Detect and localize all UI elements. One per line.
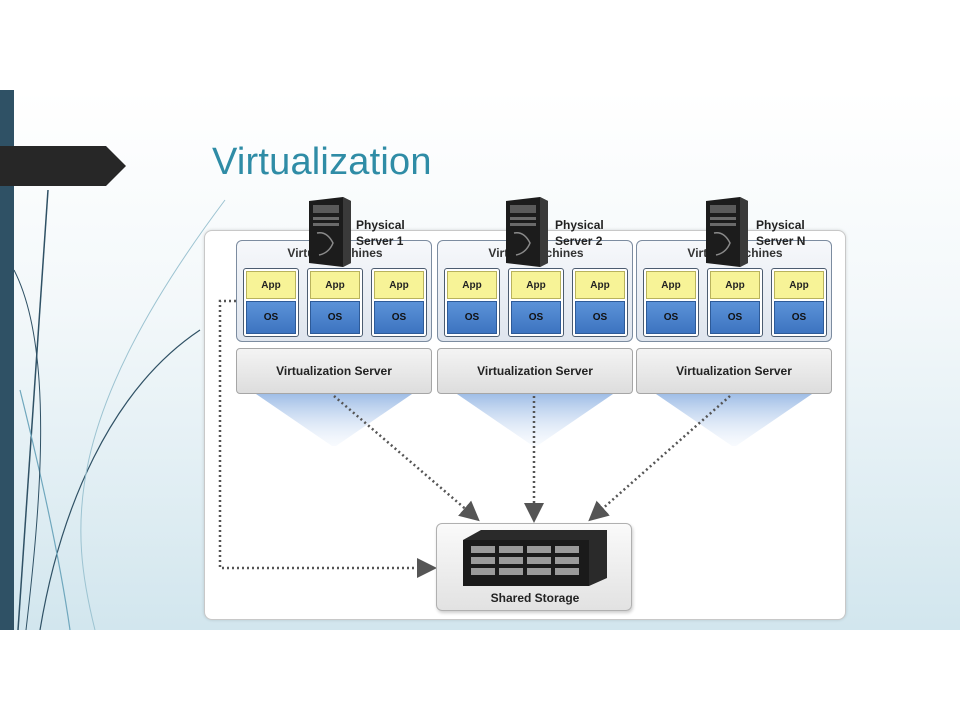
physical-server-line1: Physical (555, 218, 604, 232)
physical-server-line2: Server 1 (356, 234, 404, 248)
app-layer: App (246, 271, 296, 299)
app-layer: App (310, 271, 360, 299)
os-layer: OS (374, 301, 424, 334)
virtual-machine: App OS (307, 268, 363, 337)
title-arrow-marker (0, 146, 126, 186)
virtualization-server: Virtualization Server (236, 348, 432, 394)
os-layer: OS (710, 301, 760, 334)
virtual-machine: App OS (371, 268, 427, 337)
shared-storage-label: Shared Storage (490, 591, 580, 605)
virtualization-server: Virtualization Server (437, 348, 633, 394)
left-accent-bar (0, 90, 14, 630)
os-layer: OS (646, 301, 696, 334)
light-cone (656, 394, 812, 446)
os-layer: OS (246, 301, 296, 334)
os-layer: OS (310, 301, 360, 334)
physical-server-line2: Server N (756, 234, 806, 248)
virtual-machine: App OS (643, 268, 699, 337)
physical-server-icon (309, 197, 351, 267)
physical-server-label: Physical Server N (756, 217, 805, 249)
decorative-curves (13, 189, 226, 630)
os-layer: OS (511, 301, 561, 334)
os-layer: OS (774, 301, 824, 334)
app-layer: App (374, 271, 424, 299)
os-layer: OS (447, 301, 497, 334)
virtual-machine: App OS (572, 268, 628, 337)
app-layer: App (447, 271, 497, 299)
app-layer: App (575, 271, 625, 299)
virtual-machine: App OS (771, 268, 827, 337)
physical-server-label: Physical Server 2 (555, 217, 604, 249)
os-layer: OS (575, 301, 625, 334)
physical-server-icon (506, 197, 548, 267)
app-layer: App (511, 271, 561, 299)
slide-title: Virtualization (212, 141, 432, 183)
shared-storage-box: Shared Storage (436, 523, 632, 611)
physical-server-icon (706, 197, 748, 267)
virtual-machine: App OS (444, 268, 500, 337)
virtual-machine: App OS (243, 268, 299, 337)
app-layer: App (646, 271, 696, 299)
storage-array-icon (463, 530, 607, 586)
app-layer: App (774, 271, 824, 299)
virtual-machines-panel: Virtual Machines App OS App OS App OS (437, 240, 633, 342)
app-layer: App (710, 271, 760, 299)
virtual-machine: App OS (508, 268, 564, 337)
physical-server-line1: Physical (756, 218, 805, 232)
physical-server-line2: Server 2 (555, 234, 603, 248)
virtualization-server: Virtualization Server (636, 348, 832, 394)
light-cone (256, 394, 412, 446)
virtual-machine: App OS (707, 268, 763, 337)
physical-server-line1: Physical (356, 218, 405, 232)
light-cone (457, 394, 613, 446)
physical-server-label: Physical Server 1 (356, 217, 405, 249)
